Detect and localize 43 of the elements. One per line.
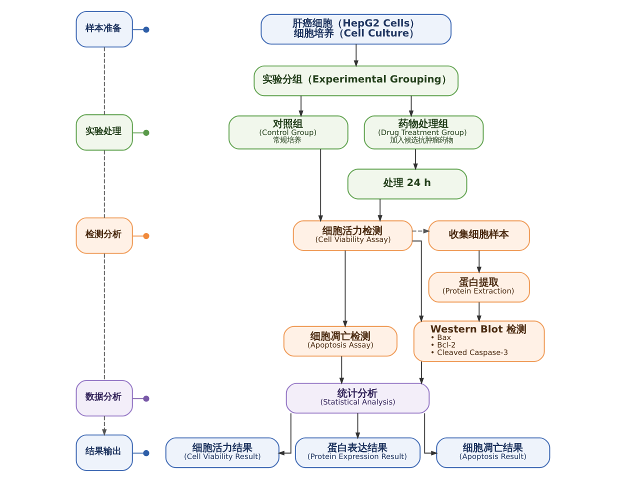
arrow bbox=[413, 148, 418, 170]
node-box: 收集细胞样本 bbox=[428, 220, 530, 252]
node-box: 处理 24 h bbox=[347, 168, 468, 200]
node-box: 样本准备 bbox=[76, 10, 133, 48]
node-box: 实验分组（Experimental Grouping） bbox=[254, 65, 459, 96]
node-box: 细胞活力检测 (Cell Viability Assay) bbox=[292, 220, 413, 252]
arrow bbox=[278, 412, 292, 456]
connector bbox=[104, 46, 105, 116]
node-box: 蛋白提取 (Protein Extraction) bbox=[428, 272, 530, 303]
node-box: 检测分析 bbox=[76, 217, 133, 254]
node-box: 蛋白表达结果 (Protein Expression Result) bbox=[294, 437, 421, 468]
connector bbox=[132, 452, 144, 454]
node-box: 结果输出 bbox=[76, 434, 133, 472]
node-box: Western Blot 检测 • Bax • Bcl-2 • Cleaved Caspase-3 bbox=[413, 320, 545, 362]
connector bbox=[132, 398, 144, 400]
arrow bbox=[412, 240, 424, 322]
arrow bbox=[419, 361, 424, 385]
node-box: 数据分析 bbox=[76, 380, 133, 417]
arrow bbox=[412, 228, 430, 234]
node-box: 细胞凋亡结果 (Apoptosis Result) bbox=[436, 437, 550, 468]
node-box: 肝癌细胞（HepG2 Cells） 细胞培养（Cell Culture） bbox=[260, 14, 452, 45]
connector bbox=[132, 29, 144, 30]
connector bbox=[132, 132, 144, 134]
node-box: 细胞活力结果 (Cell Viability Result) bbox=[165, 437, 280, 468]
connector bbox=[104, 150, 105, 218]
node-box: 统计分析 (Statistical Analysis) bbox=[286, 382, 430, 414]
connector bbox=[104, 253, 105, 381]
arrow bbox=[424, 412, 438, 456]
node-box: 药物处理组 (Drug Treatment Group) 加入候选抗肿瘤药物 bbox=[364, 115, 484, 150]
node-box: 对照组 (Control Group) 常规培养 bbox=[228, 115, 348, 150]
arrow bbox=[102, 416, 107, 436]
arrow bbox=[476, 250, 482, 274]
node-box: 细胞凋亡检测 (Apoptosis Assay) bbox=[283, 326, 398, 357]
arrow bbox=[378, 198, 382, 222]
arrow bbox=[408, 95, 414, 118]
arrow bbox=[476, 302, 482, 322]
arrow bbox=[355, 412, 360, 440]
arrow bbox=[354, 44, 358, 68]
arrow bbox=[298, 95, 304, 118]
arrow bbox=[342, 250, 348, 328]
arrow bbox=[318, 148, 324, 222]
node-box: 实验处理 bbox=[76, 114, 133, 151]
arrow bbox=[339, 356, 344, 385]
